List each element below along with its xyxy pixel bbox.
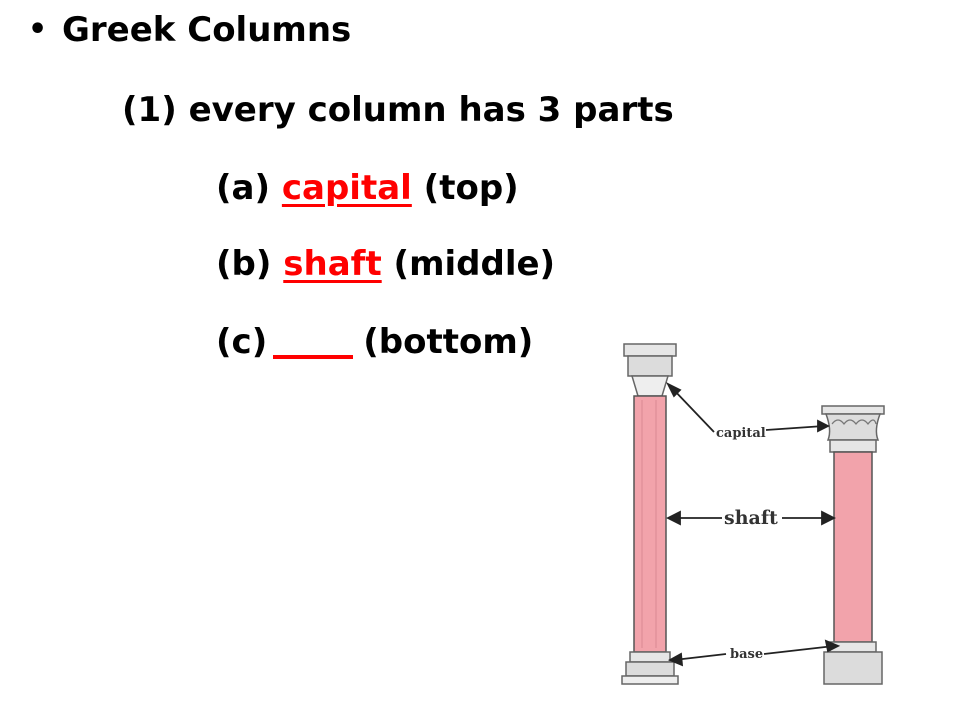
column-diagram: capital shaft base [621,343,885,685]
item-b: (b) shaft (middle) [216,244,555,284]
item-c-blank [273,355,354,359]
bullet: • [28,12,48,47]
label-shaft: shaft [724,507,778,529]
item-c: (c) (bottom) [216,322,533,362]
slide-title: Greek Columns [62,10,352,50]
item-a-term: capital [281,168,412,208]
right-column [821,405,885,685]
label-capital: capital [716,426,766,441]
item-b-term: shaft [283,244,382,284]
item-c-prefix: (c) [216,322,268,362]
item-a-prefix: (a) [216,168,271,208]
left-column [621,343,679,685]
annotation-arrows [665,381,841,667]
item-b-prefix: (b) [216,244,272,284]
label-base: base [730,647,763,662]
item-a-suffix: (top) [423,168,519,208]
item-a: (a) capital (top) [216,168,519,208]
item-b-suffix: (middle) [393,244,556,284]
item-c-suffix: (bottom) [363,322,534,362]
point-1: (1) every column has 3 parts [122,90,674,130]
